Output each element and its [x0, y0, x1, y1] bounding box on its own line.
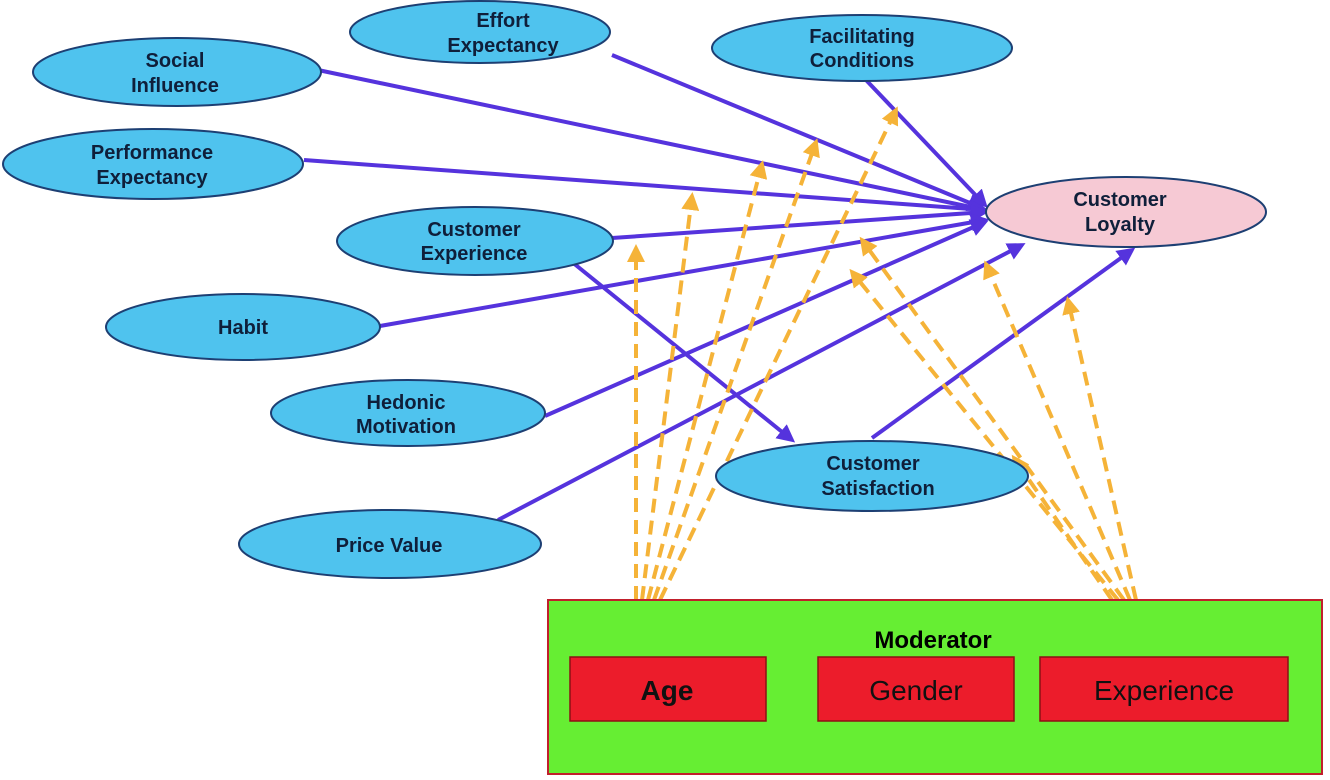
arrow-customer-experience-to-satisfaction: [570, 260, 796, 443]
node-effort-expectancy: Effort Expectancy: [349, 0, 611, 64]
moderator-item-gender: Gender: [817, 656, 1015, 722]
arrow-performance-expectancy-to-loyalty: [303, 158, 989, 218]
arrow-satisfaction-to-loyalty: [870, 247, 1136, 440]
node-facilitating-conditions: Facilitating Conditions: [711, 14, 1013, 82]
mod-arrow-experience-1: [1062, 296, 1138, 601]
node-customer-experience-line-2: Experience: [421, 243, 528, 265]
arrow-habit-to-loyalty: [379, 213, 989, 328]
node-social-influence-line-1: Social: [146, 50, 205, 72]
node-customer-loyalty: Customer Loyalty: [985, 176, 1267, 248]
arrow-price-value-to-loyalty: [497, 243, 1026, 522]
node-customer-experience: Customer Experience: [336, 206, 614, 276]
moderator-item-gender-label: Gender: [869, 675, 962, 706]
mod-arrow-experience-3: [859, 236, 1126, 602]
node-customer-satisfaction: Customer Satisfaction: [715, 440, 1029, 512]
node-price-value: Price Value: [238, 509, 542, 579]
arrow-facilitating-conditions-to-loyalty: [864, 78, 988, 208]
mod-arrow-age-2: [640, 192, 700, 601]
mod-arrow-age-3: [646, 160, 768, 601]
arrow-hedonic-motivation-to-loyalty: [544, 219, 989, 418]
node-social-influence-line-2: Influence: [131, 75, 219, 97]
node-effort-expectancy-line-2: Expectancy: [447, 35, 559, 57]
moderator-box: Moderator Age Gender Experience: [547, 599, 1323, 775]
mod-arrow-experience-4: [849, 268, 1120, 602]
node-facilitating-conditions-line-2: Conditions: [810, 50, 914, 72]
node-performance-expectancy-line-1: Performance: [91, 142, 213, 164]
node-hedonic-motivation: Hedonic Motivation: [270, 379, 546, 447]
node-effort-expectancy-line-1: Effort: [476, 10, 530, 32]
mod-arrow-experience-2: [983, 260, 1132, 601]
moderator-item-age: Age: [569, 656, 767, 722]
node-hedonic-motivation-line-2: Motivation: [356, 416, 456, 438]
moderation-arrows: [627, 106, 1138, 602]
direct-effect-arrows: [303, 53, 1136, 522]
node-customer-satisfaction-line-2: Satisfaction: [821, 478, 934, 500]
moderator-title: Moderator: [874, 627, 991, 654]
node-social-influence: Social Influence: [32, 37, 322, 107]
mod-arrow-age-5: [658, 106, 899, 601]
node-habit-line-1: Habit: [218, 317, 268, 339]
node-customer-loyalty-line-1: Customer: [1073, 189, 1167, 211]
node-hedonic-motivation-line-1: Hedonic: [367, 392, 446, 414]
mod-arrow-age-4: [652, 138, 820, 601]
node-performance-expectancy-line-2: Expectancy: [96, 167, 208, 189]
node-customer-experience-line-1: Customer: [427, 219, 521, 241]
arrow-social-influence-to-loyalty: [317, 68, 989, 216]
moderator-item-age-label: Age: [641, 675, 694, 706]
node-habit: Habit: [105, 293, 381, 361]
arrow-effort-expectancy-to-loyalty: [611, 53, 986, 211]
moderator-item-experience: Experience: [1039, 656, 1289, 722]
node-price-value-line-1: Price Value: [336, 535, 443, 557]
node-customer-loyalty-line-2: Loyalty: [1085, 214, 1156, 236]
node-facilitating-conditions-line-1: Facilitating: [809, 26, 915, 48]
moderator-item-experience-label: Experience: [1094, 675, 1234, 706]
node-customer-satisfaction-line-1: Customer: [826, 453, 920, 475]
mod-arrow-experience-5: [1011, 454, 1114, 602]
node-performance-expectancy: Performance Expectancy: [2, 128, 304, 200]
arrow-customer-experience-to-loyalty: [611, 203, 989, 240]
